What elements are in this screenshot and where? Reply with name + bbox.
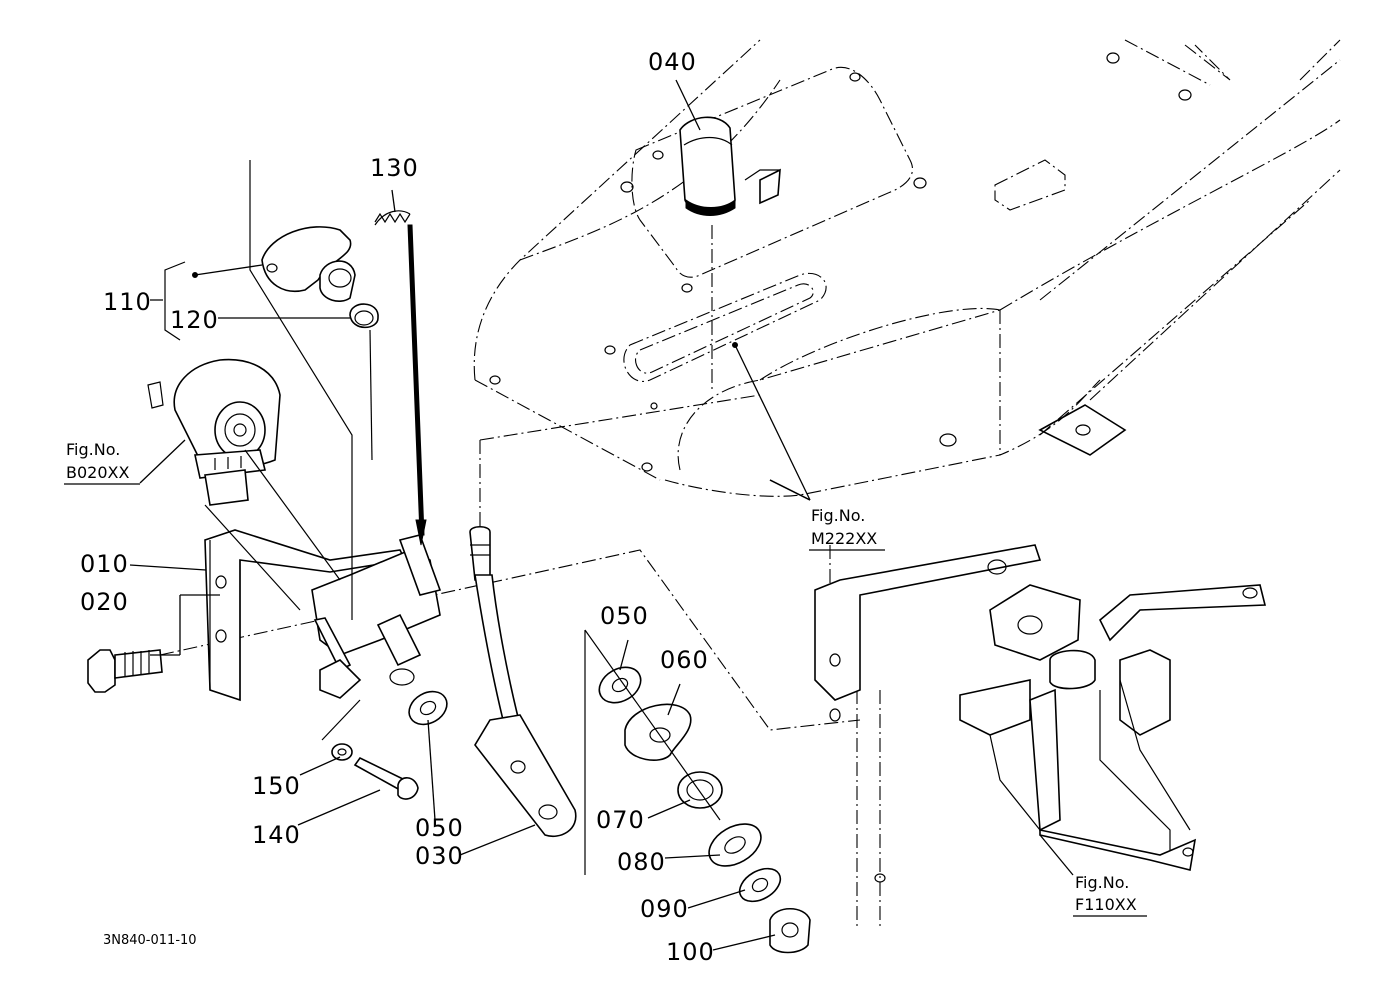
assembly-centerlines (159, 39, 1341, 930)
fig-ref-b020-line1: Fig.No. (66, 440, 120, 459)
callout-150: 150 (252, 772, 301, 800)
control-lever (469, 525, 577, 837)
callout-130: 130 (370, 154, 419, 182)
fig-ref-f110-line2: F110XX (1075, 895, 1137, 914)
callout-080: 080 (617, 848, 666, 876)
callout-010: 010 (80, 550, 129, 578)
switch-assembly (147, 358, 341, 611)
callout-labels: 040 130 110 120 010 020 050 060 070 080 … (80, 48, 715, 966)
callout-090: 090 (640, 895, 689, 923)
callout-030: 030 (415, 842, 464, 870)
bracket-and-bolt (87, 529, 442, 702)
callout-110: 110 (103, 288, 152, 316)
drawing-number: 3N840-011-10 (103, 933, 197, 948)
callout-040: 040 (648, 48, 697, 76)
callout-070: 070 (596, 806, 645, 834)
callout-100: 100 (666, 938, 715, 966)
fig-ref-b020-line2: B020XX (66, 463, 129, 482)
fig-ref-m222-line2: M222XX (811, 529, 877, 548)
callout-050-lower: 050 (415, 814, 464, 842)
fig-ref-m222-line1: Fig.No. (811, 506, 865, 525)
callout-120: 120 (170, 306, 219, 334)
callout-140: 140 (252, 821, 301, 849)
washer-stack (321, 629, 811, 954)
lever-knob (679, 116, 781, 216)
callout-060: 060 (660, 646, 709, 674)
fig-ref-f110-line1: Fig.No. (1075, 873, 1129, 892)
figure-references: Fig.No. B020XX Fig.No. M222XX Fig.No. F1… (64, 440, 1147, 917)
callout-020: 020 (80, 588, 129, 616)
leader-lines (129, 79, 1074, 951)
callout-050-upper: 050 (600, 602, 649, 630)
frame-assembly (814, 544, 1267, 883)
chassis-panel-outline (473, 39, 1341, 497)
detent-plate-and-spring (249, 160, 427, 620)
